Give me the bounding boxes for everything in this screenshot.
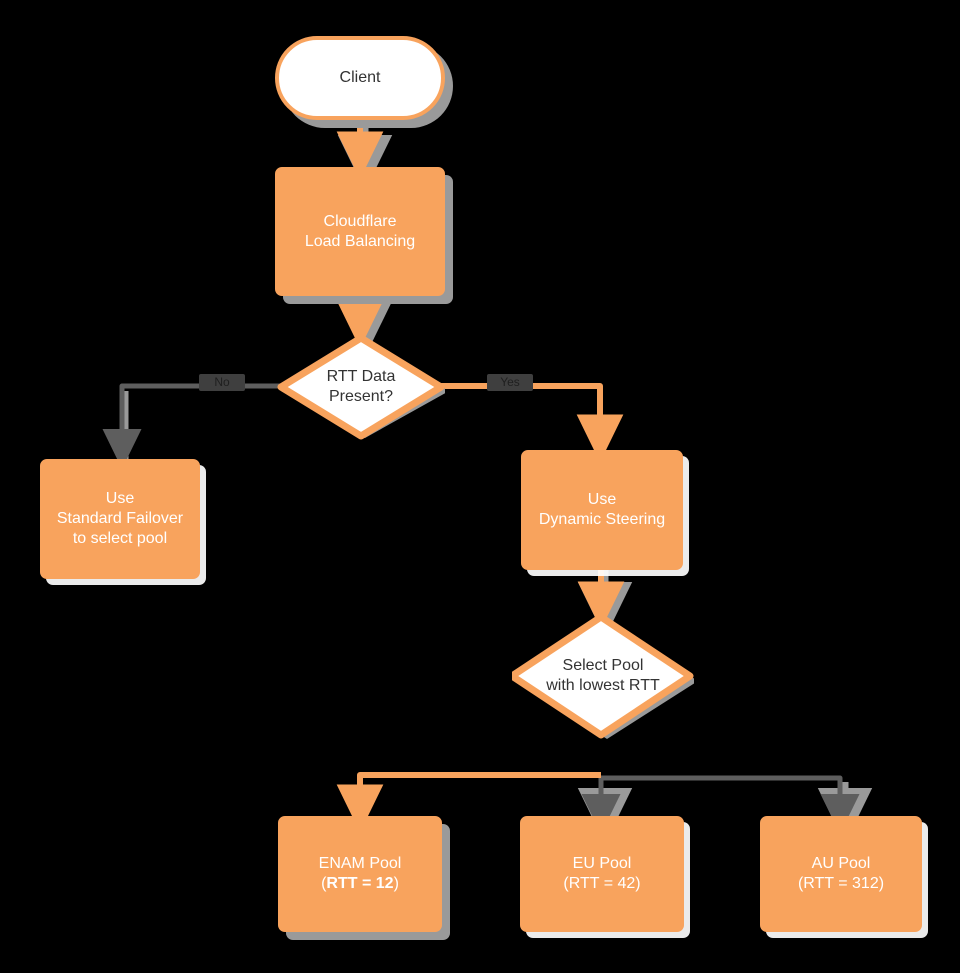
node-enam-pool-rtt: (RTT = 12) (319, 874, 402, 894)
node-eu-rtt-open: ( (563, 875, 569, 892)
edge-label-no: No (199, 374, 245, 392)
node-enam-pool-line1: ENAM Pool (318, 855, 402, 872)
node-load-balancing-line2: Load Balancing (304, 232, 416, 250)
node-au-rtt-open: ( (797, 875, 804, 892)
node-rtt-decision-line2: Present? (328, 388, 394, 405)
select-pool-shape (512, 613, 694, 739)
node-dynamic-steering-label: Use Dynamic Steering (539, 490, 665, 530)
node-load-balancing-label: Cloudflare Load Balancing (305, 212, 415, 252)
node-au-pool-line1: AU Pool (811, 855, 871, 872)
node-au-rtt-close: ) (878, 875, 885, 892)
node-standard-failover-line3: to select pool (72, 530, 168, 547)
inactive-edges (102, 383, 860, 835)
node-eu-rtt-close: ) (635, 875, 641, 892)
node-enam-pool-label: ENAM Pool (RTT = 12) (319, 854, 402, 894)
node-eu-pool[interactable]: EU Pool (RTT = 42) (520, 816, 684, 932)
node-au-rtt-value: RTT = 312 (803, 875, 879, 892)
node-eu-rtt-value: RTT = 42 (568, 875, 636, 892)
connector-shadows (121, 123, 873, 844)
node-client-label: Client (339, 69, 381, 86)
node-rtt-decision[interactable]: RTT Data Present? (277, 334, 445, 440)
node-select-pool-line1: Select Pool (562, 657, 644, 674)
edge-label-yes: Yes (487, 374, 533, 392)
node-select-pool[interactable]: Select Pool with lowest RTT (512, 613, 694, 739)
node-eu-pool-label: EU Pool (RTT = 42) (563, 854, 640, 894)
node-enam-rtt-close: ) (393, 875, 399, 892)
node-rtt-decision-label: RTT Data Present? (277, 334, 445, 440)
node-load-balancing[interactable]: Cloudflare Load Balancing (275, 167, 445, 296)
node-standard-failover[interactable]: Use Standard Failover to select pool (40, 459, 200, 579)
node-dynamic-steering[interactable]: Use Dynamic Steering (521, 450, 683, 570)
node-eu-pool-rtt: (RTT = 42) (563, 874, 640, 894)
node-select-pool-label: Select Pool with lowest RTT (512, 613, 694, 739)
node-au-pool-rtt: (RTT = 312) (798, 874, 884, 894)
node-au-pool[interactable]: AU Pool (RTT = 312) (760, 816, 922, 932)
node-enam-rtt-value: RTT = 12 (326, 875, 394, 892)
node-enam-pool[interactable]: ENAM Pool (RTT = 12) (278, 816, 442, 932)
node-dynamic-steering-line1: Use (587, 491, 617, 508)
node-load-balancing-line1: Cloudflare (323, 212, 397, 230)
node-enam-rtt-open: ( (321, 875, 327, 892)
node-standard-failover-label: Use Standard Failover to select pool (57, 489, 183, 549)
node-select-pool-line2: with lowest RTT (546, 677, 660, 694)
node-dynamic-steering-line2: Dynamic Steering (538, 511, 666, 528)
node-rtt-decision-line1: RTT Data (326, 368, 396, 385)
node-eu-pool-line1: EU Pool (572, 855, 632, 872)
node-standard-failover-line1: Use (105, 490, 135, 507)
node-client[interactable]: Client (275, 36, 445, 120)
rtt-decision-shape (277, 334, 445, 440)
node-au-pool-label: AU Pool (RTT = 312) (798, 854, 884, 894)
node-standard-failover-line2: Standard Failover (56, 510, 184, 527)
